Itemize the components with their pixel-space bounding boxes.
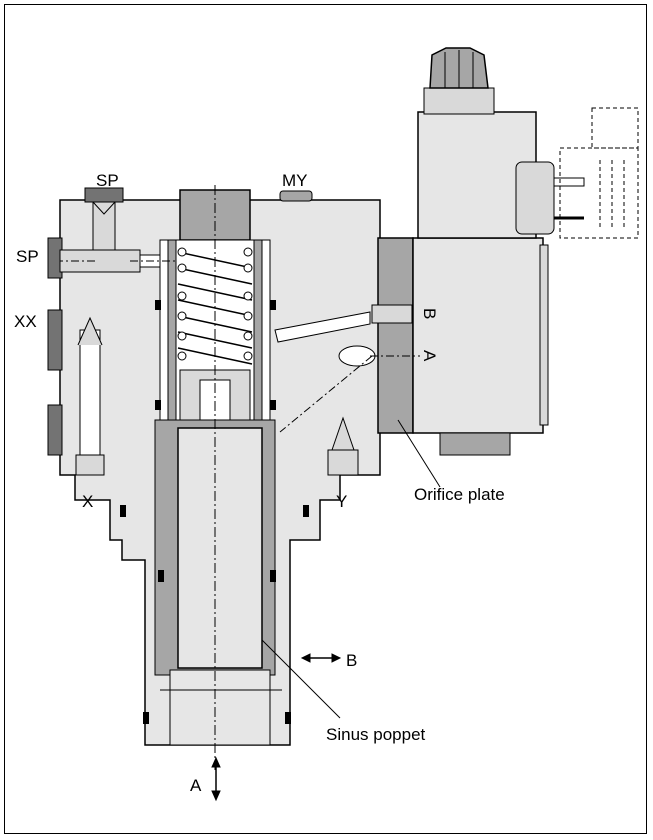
label-orifice-plate: Orifice plate xyxy=(414,485,505,504)
connector-plug xyxy=(515,161,555,235)
poppet-leader xyxy=(261,639,341,719)
pilot-valve-block xyxy=(412,237,544,434)
main-cover-cap xyxy=(179,189,251,241)
connector-socket-dashed xyxy=(559,107,639,239)
left-port-block-2 xyxy=(47,309,63,371)
arrow-a-port xyxy=(211,756,221,802)
label-sp-left: SP xyxy=(16,247,39,266)
seal-rings xyxy=(120,300,309,724)
orifice-plate-shape xyxy=(377,237,414,434)
arrow-b-port xyxy=(300,653,342,663)
sp-top-fitting xyxy=(84,187,124,203)
label-b-pilot: B xyxy=(420,308,439,319)
label-my: MY xyxy=(282,171,308,190)
label-xx: XX xyxy=(14,312,37,331)
my-cap xyxy=(279,190,313,202)
label-a-main: A xyxy=(190,776,202,795)
orifice-leader xyxy=(397,419,441,488)
diagram-frame xyxy=(4,4,647,834)
label-x: X xyxy=(82,492,93,511)
label-sinus-poppet: Sinus poppet xyxy=(326,725,426,744)
label-a-pilot: A xyxy=(420,350,439,362)
sinus-poppet-body xyxy=(177,427,263,669)
label-y: Y xyxy=(336,492,347,511)
x-channel xyxy=(79,329,101,461)
label-sp-top: SP xyxy=(96,171,119,190)
label-b-port: B xyxy=(346,651,357,670)
left-port-block-3 xyxy=(47,404,63,456)
